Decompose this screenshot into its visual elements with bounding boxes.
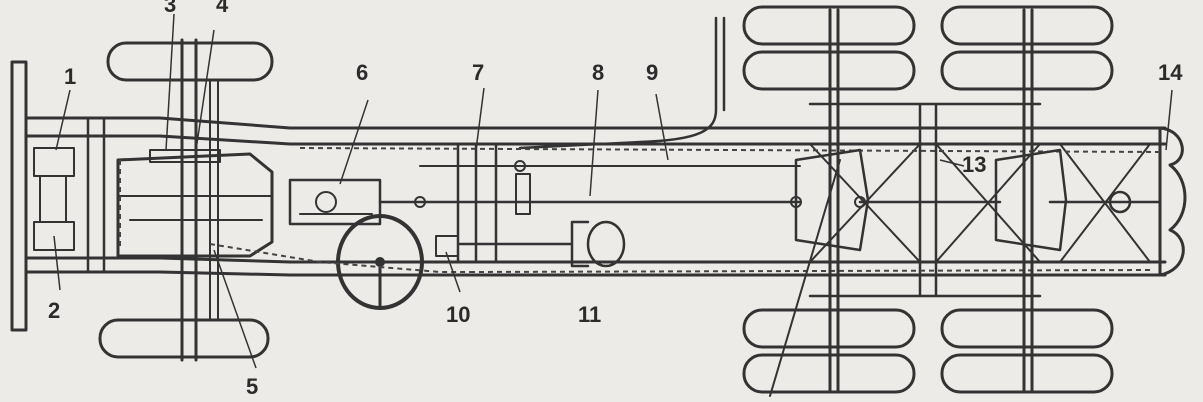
front-left-wheel — [106, 41, 274, 82]
exhaust-pipe — [209, 243, 470, 273]
callout-1: 1 — [64, 64, 76, 89]
rear-axles — [769, 8, 1068, 397]
front-bumper — [10, 60, 28, 332]
callout-9: 9 — [646, 60, 658, 85]
engine — [116, 149, 274, 258]
callout-8: 8 — [592, 60, 604, 85]
callout-11: 11 — [578, 302, 601, 327]
callout-2: 2 — [48, 298, 60, 323]
leader-lines — [53, 13, 1173, 369]
middle-differential — [794, 148, 870, 252]
front-axle — [180, 38, 219, 362]
callout-13: 13 — [962, 152, 986, 177]
callout-7: 7 — [472, 60, 484, 85]
callout-3: 3 — [164, 0, 176, 17]
callout-5: 5 — [246, 374, 258, 399]
front-right-wheel — [98, 318, 270, 359]
steering-wheel — [336, 214, 424, 310]
rear-differential — [994, 148, 1068, 252]
callout-4: 4 — [216, 0, 229, 17]
control-rod — [518, 16, 718, 150]
callout-labels: 1 2 3 4 5 6 7 8 9 10 11 13 14 — [48, 0, 1183, 399]
callout-6: 6 — [356, 60, 368, 85]
frame-rails — [24, 116, 1187, 277]
rear-wheels — [742, 5, 1114, 394]
callout-14: 14 — [1158, 60, 1183, 85]
tow-hook — [1099, 190, 1161, 214]
callout-10: 10 — [446, 302, 470, 327]
radiator — [33, 147, 75, 251]
fuel-tank — [570, 220, 626, 268]
